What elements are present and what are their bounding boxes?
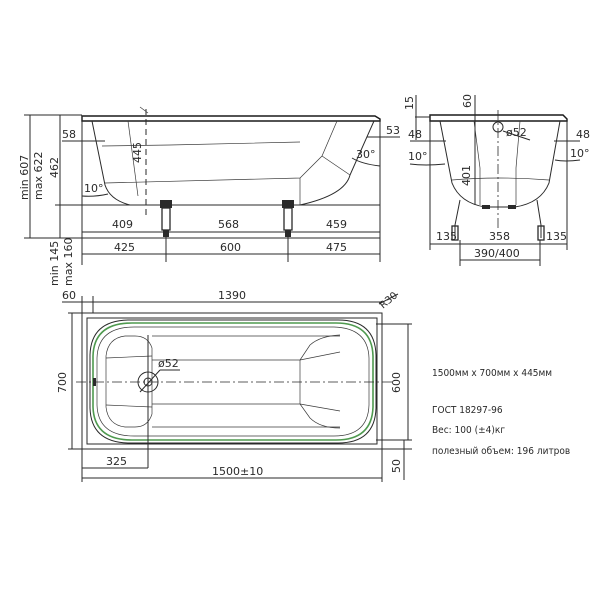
dim-length: 1500±10 <box>212 465 263 478</box>
dim-depth: 445 <box>131 142 144 163</box>
dim-top-60: 60 <box>461 94 474 108</box>
dim-inner-length: 1390 <box>218 289 246 302</box>
spec-weight: Вес: 100 (±4)кг <box>432 425 506 436</box>
dim-corner-radius: R30 <box>378 290 400 311</box>
dim-drain-diameter: ø52 <box>158 357 179 370</box>
dim-angle-right: 30° <box>356 148 376 161</box>
dim-body-height: 462 <box>48 157 61 178</box>
dim-rim-left: 58 <box>62 128 76 141</box>
dim-leg-span: 390/400 <box>474 247 520 260</box>
dim-total-max: max 622 <box>32 152 45 200</box>
dim-end-bottom-2: 358 <box>489 230 510 243</box>
dim-offset-left: 60 <box>62 289 76 302</box>
dim-top-15: 15 <box>403 96 416 110</box>
dim-rim-right: 53 <box>386 124 400 137</box>
leg-left <box>160 200 172 237</box>
dim-end-bottom-3: 135 <box>546 230 567 243</box>
dim-overflow-diameter: ø52 <box>506 126 527 139</box>
spec-volume: полезный объем: 196 литров <box>432 446 571 457</box>
dim-end-rim-left: 48 <box>408 128 422 141</box>
top-view <box>62 293 412 482</box>
spec-dimensions: 1500мм x 700мм x 445мм <box>432 368 553 379</box>
dim-end-depth: 401 <box>460 165 473 186</box>
leg-right <box>282 200 294 237</box>
dim-end-angle-right: 10° <box>570 147 590 160</box>
dim-inner-2: 568 <box>218 218 239 231</box>
dim-total-min: min 607 <box>18 155 31 200</box>
dim-width: 700 <box>56 372 69 393</box>
dim-inner-width: 600 <box>390 372 403 393</box>
dim-end-bottom-1: 135 <box>436 230 457 243</box>
dim-leg-min: min 145 <box>48 241 61 286</box>
dim-offset-right: 50 <box>390 459 403 473</box>
end-view <box>409 95 581 266</box>
dim-outer-2: 600 <box>220 241 241 254</box>
dim-inner-3: 459 <box>326 218 347 231</box>
dim-leg-max: max 160 <box>62 238 75 286</box>
dim-outer-1: 425 <box>114 241 135 254</box>
side-view <box>24 106 400 265</box>
dim-outer-3: 475 <box>326 241 347 254</box>
dim-angle-left: 10° <box>84 182 104 195</box>
dim-inner-1: 409 <box>112 218 133 231</box>
spec-standard: ГОСТ 18297-96 <box>432 405 503 416</box>
dim-end-rim-right: 48 <box>576 128 590 141</box>
dim-drain-offset: 325 <box>106 455 127 468</box>
dim-end-angle-left: 10° <box>408 150 428 163</box>
